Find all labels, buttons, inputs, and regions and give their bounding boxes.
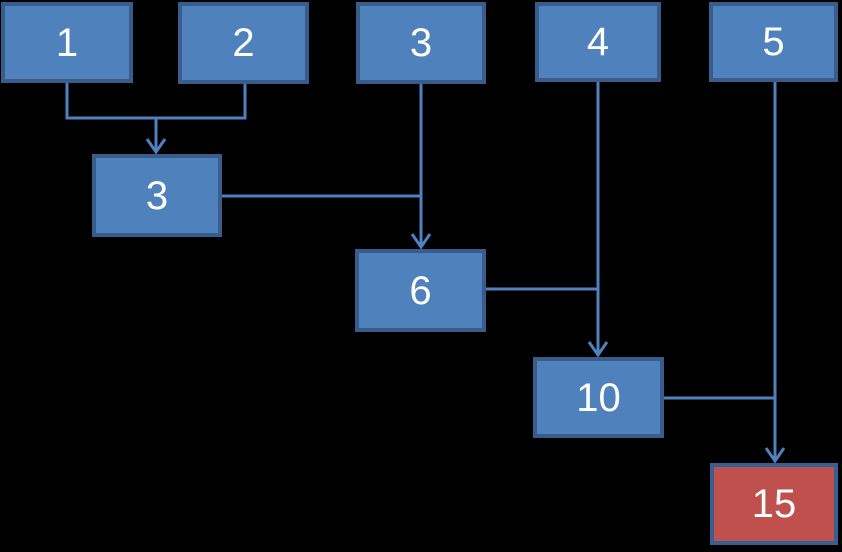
arrowhead-sum6 [410, 233, 432, 250]
node-input-5-label: 5 [762, 20, 785, 64]
node-sum-10-label: 10 [576, 375, 621, 420]
node-sum-6: 6 [355, 249, 486, 332]
node-input-2-label: 2 [232, 21, 255, 65]
node-sum-6-label: 6 [409, 268, 432, 313]
node-input-4: 4 [535, 2, 661, 82]
node-sum-3-label: 3 [145, 173, 169, 218]
node-input-2: 2 [178, 2, 309, 84]
arrowhead-sum10 [587, 341, 609, 358]
node-input-3-label: 3 [409, 21, 433, 65]
node-input-4-label: 4 [586, 20, 610, 64]
arrowhead-sum15 [764, 447, 786, 464]
node-result-15: 15 [710, 463, 838, 545]
edge-input1-input2-merge [65, 83, 247, 120]
node-result-15-label: 15 [751, 482, 797, 526]
node-sum-3: 3 [92, 154, 222, 237]
node-input-5: 5 [709, 2, 838, 82]
node-input-1-label: 1 [55, 20, 79, 65]
arrowhead-sum3 [145, 138, 167, 155]
node-sum-10: 10 [533, 357, 664, 438]
node-input-1: 1 [1, 2, 133, 83]
node-input-3: 3 [356, 2, 486, 84]
